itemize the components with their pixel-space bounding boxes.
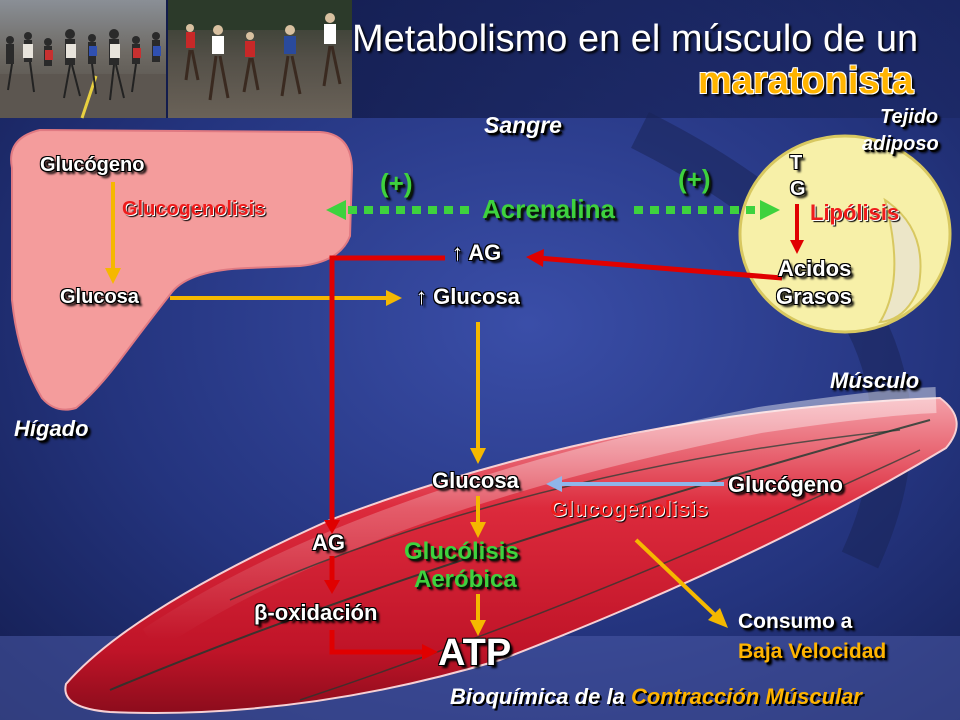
title-line-1: Metabolismo en el músculo de un — [352, 18, 919, 60]
marathon-photo-right — [168, 0, 352, 118]
glucolisis-label-1: Glucólisis — [404, 538, 519, 565]
grasos-label: Grasos — [776, 284, 852, 309]
muscle-glucosa-label: Glucosa — [432, 468, 519, 493]
arrow-glucogenolisis-to-consumo — [634, 538, 728, 628]
arrow-blood-glucosa-to-muscle — [470, 322, 486, 464]
liver-glucogeno-label: Glucógeno — [40, 154, 145, 176]
footer-label: Bioquímica de la Contracción Múscular — [450, 684, 862, 710]
plus-right-label: (+) — [678, 164, 711, 194]
arrow-acrenalina-dashed — [326, 200, 780, 220]
arrow-glucogeno-to-glucosa-muscle — [546, 476, 724, 492]
lipolisis-label: Lipólisis — [810, 200, 900, 225]
marathon-photo-left — [0, 0, 166, 119]
atp-label: ATP — [438, 632, 512, 674]
muscle-ag-label: AG — [312, 530, 345, 555]
arrow-liver-glucogeno-to-glucosa — [105, 182, 121, 284]
footer-text-1: Bioquímica de la — [450, 684, 631, 709]
tg-label-2: G — [790, 178, 806, 200]
higado-label: Hígado — [14, 416, 89, 441]
tejido-adiposo-label-2: adiposo — [862, 133, 939, 155]
liver-glucogenolisis-label: Glucogenolisis — [122, 198, 266, 220]
blood-glucosa-label: ↑ Glucosa — [416, 284, 520, 309]
title-line-2: maratonista — [698, 60, 914, 102]
tejido-adiposo-label-1: Tejido — [880, 106, 939, 128]
arrow-ag-to-muscle-ag — [324, 255, 445, 534]
muscle-glucogeno-label: Glucógeno — [728, 472, 843, 497]
consumo-label-2: Baja Velocidad — [738, 640, 887, 663]
liver-shape — [10, 128, 354, 411]
liver-glucosa-label: Glucosa — [60, 286, 139, 308]
tg-label-1: T — [790, 152, 803, 174]
muscle-glucogenolisis-label: Glucogenolisis — [550, 496, 708, 521]
footer-text-2: Contracción Múscular — [630, 684, 862, 709]
arrow-ag-to-beta-ox — [324, 556, 340, 594]
arrow-beta-ox-to-atp — [329, 630, 438, 660]
arrow-liver-glucosa-to-blood — [170, 290, 402, 306]
consumo-label-1: Consumo a — [738, 610, 853, 633]
arrow-tg-to-acidos — [790, 204, 804, 254]
arrow-glucosa-to-glucolisis — [470, 496, 486, 538]
plus-left-label: (+) — [380, 168, 413, 198]
adipose-tissue-shape — [738, 134, 952, 334]
musculo-label: Músculo — [830, 368, 920, 393]
blood-ag-label: ↑ AG — [452, 240, 502, 265]
glucolisis-label-2: Aeróbica — [414, 566, 517, 593]
beta-oxidacion-label: β-oxidación — [254, 600, 378, 625]
sangre-label: Sangre — [484, 112, 562, 138]
arrow-glucolisis-to-atp — [470, 594, 486, 636]
acrenalina-label: Acrenalina — [482, 194, 615, 224]
arrow-acidos-to-ag — [526, 249, 783, 281]
acidos-label: Acidos — [778, 256, 852, 281]
